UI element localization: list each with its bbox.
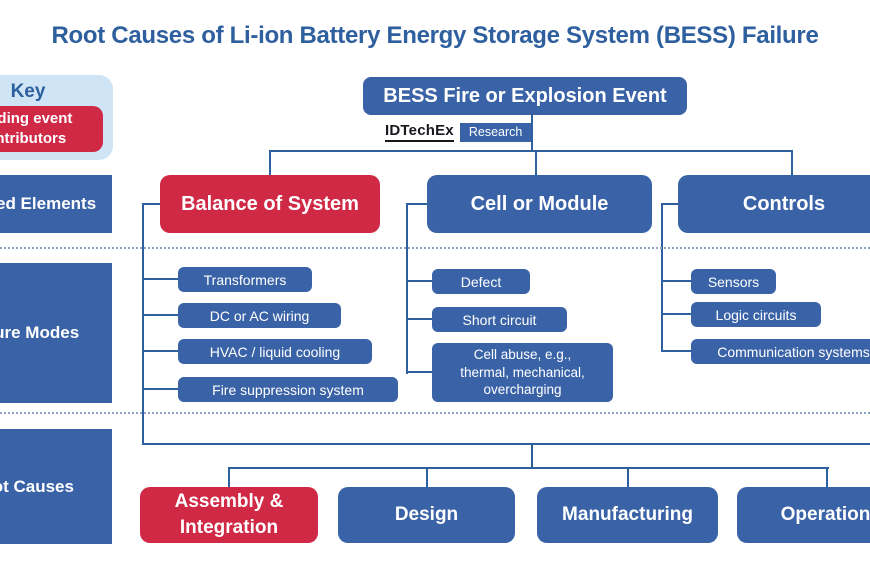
idtechex-logo: IDTechEx Research <box>385 121 532 143</box>
node-cell-abuse-label: Cell abuse, e.g., thermal, mechanical, o… <box>460 347 585 398</box>
key-root-causes-label: Root Causes <box>0 476 74 496</box>
rootcause-assembly-integration: Assembly & Integration <box>140 487 318 543</box>
stub-hvac-cooling <box>142 350 178 352</box>
root-event-box: BESS Fire or Explosion Event <box>363 77 687 115</box>
stub-communication <box>661 350 691 352</box>
key-affected-elements-label: Affected Elements <box>0 194 97 213</box>
connector-drop-design <box>426 467 428 487</box>
node-transformers: Transformers <box>178 267 312 292</box>
rootcause-manufacturing: Manufacturing <box>537 487 718 543</box>
connector-drop-assembly <box>228 467 230 487</box>
stub-fire-suppression <box>142 388 178 390</box>
node-hvac-cooling: HVAC / liquid cooling <box>178 339 372 364</box>
diagram-title: Root Causes of Li-ion Battery Energy Sto… <box>51 22 819 49</box>
stub-balance <box>142 203 160 205</box>
key-root-causes-badge: Root Causes <box>0 429 112 544</box>
stub-cell <box>406 203 427 205</box>
stub-transformers <box>142 278 178 280</box>
stub-cell-abuse <box>406 371 432 373</box>
connector-branch-rail <box>269 150 793 152</box>
logo-research-badge: Research <box>459 122 532 142</box>
connector-drop-cell <box>535 150 537 176</box>
connector-drop-balance <box>269 150 271 176</box>
connector-rootcause-rail-bottom <box>228 467 829 469</box>
node-dc-ac-wiring: DC or AC wiring <box>178 303 341 328</box>
rail-cell <box>406 203 408 374</box>
branch-controls: Controls <box>678 175 870 233</box>
stub-sensors <box>661 280 691 282</box>
stub-short-circuit <box>406 318 432 320</box>
key-failure-modes-label: Failure Modes <box>0 323 80 342</box>
rail-balance <box>142 203 144 445</box>
node-fire-suppression: Fire suppression system <box>178 377 398 402</box>
branch-balance-of-system: Balance of System <box>160 175 380 233</box>
key-affected-elements-badge: Affected Elements <box>0 175 112 233</box>
node-logic-circuits: Logic circuits <box>691 302 821 327</box>
node-sensors: Sensors <box>691 269 776 294</box>
rootcause-operation: Operation <box>737 487 870 543</box>
branch-cell-or-module: Cell or Module <box>427 175 652 233</box>
node-cell-abuse: Cell abuse, e.g., thermal, mechanical, o… <box>432 343 613 402</box>
separator-root-causes <box>0 412 870 414</box>
stub-controls <box>661 203 678 205</box>
stub-dc-ac-wiring <box>142 314 178 316</box>
key-leading-event-badge: Leading event contributors <box>0 106 103 152</box>
key-leading-event-label: Leading event contributors <box>0 109 73 147</box>
rail-controls <box>661 203 663 352</box>
connector-event-drop <box>531 114 533 151</box>
separator-failure-modes <box>0 247 870 249</box>
key-failure-modes-badge: Failure Modes <box>0 263 112 403</box>
stub-defect <box>406 280 432 282</box>
rootcause-design: Design <box>338 487 515 543</box>
connector-drop-manufacturing <box>627 467 629 487</box>
connector-rootcause-center-drop <box>531 443 533 469</box>
node-defect: Defect <box>432 269 530 294</box>
key-title: Key <box>10 81 46 102</box>
connector-drop-operation <box>826 467 828 487</box>
stub-logic-circuits <box>661 313 691 315</box>
connector-drop-controls <box>791 150 793 176</box>
connector-rootcause-rail-top <box>142 443 870 445</box>
node-communication-systems: Communication systems <box>691 339 870 364</box>
node-short-circuit: Short circuit <box>432 307 567 332</box>
logo-brand: IDTechEx <box>385 122 454 142</box>
